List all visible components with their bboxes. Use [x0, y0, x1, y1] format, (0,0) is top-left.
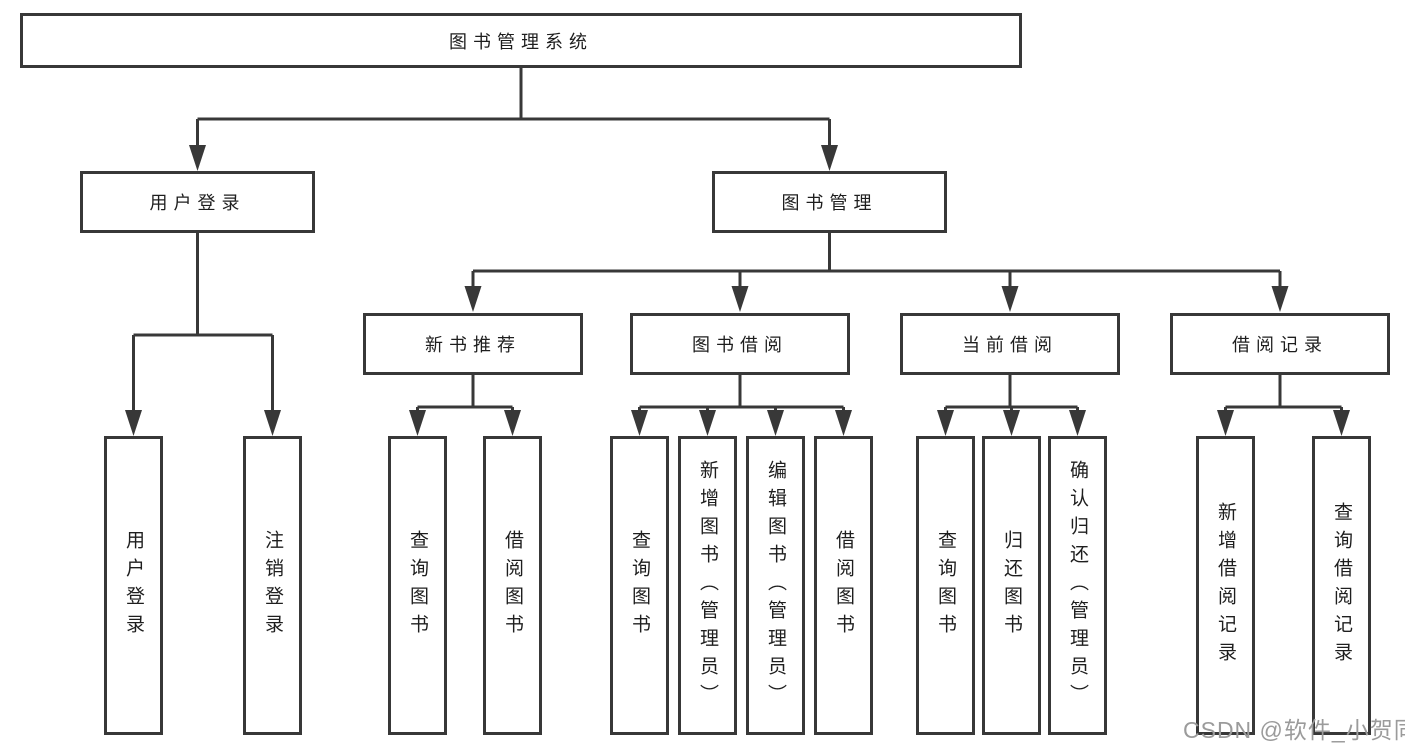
leaf-records-add-record: 新增借阅记录	[1196, 436, 1255, 735]
arrow-down-icon	[731, 286, 749, 312]
connector-book-borrowing-branch	[631, 375, 852, 436]
node-current-borrowing: 当前借阅	[900, 313, 1120, 375]
arrow-down-icon	[1001, 286, 1019, 312]
leaf-current-confirm-return-admin: 确认归还（管理员）	[1048, 436, 1107, 735]
leaf-newbook-borrow-books: 借阅图书	[483, 436, 542, 735]
arrow-down-icon	[1003, 410, 1020, 436]
connector-user-login-branch	[125, 233, 281, 436]
leaf-logout: 注销登录	[243, 436, 302, 735]
arrow-down-icon	[767, 410, 784, 436]
connector-current-borrowing-branch	[937, 375, 1086, 436]
arrow-down-icon	[937, 410, 954, 436]
leaf-newbook-query-books: 查询图书	[388, 436, 447, 735]
arrow-down-icon	[821, 145, 838, 171]
connector-book-management-to-level3	[464, 233, 1289, 312]
leaf-user-login: 用户登录	[104, 436, 163, 735]
leaf-borrowing-query-books: 查询图书	[610, 436, 669, 735]
leaf-borrowing-borrow-books: 借阅图书	[814, 436, 873, 735]
arrow-down-icon	[504, 410, 521, 436]
arrow-down-icon	[1333, 410, 1350, 436]
node-new-book-recommendation: 新书推荐	[363, 313, 583, 375]
arrow-down-icon	[264, 410, 281, 436]
arrow-down-icon	[125, 410, 142, 436]
arrow-down-icon	[189, 145, 206, 171]
arrow-down-icon	[409, 410, 426, 436]
arrow-down-icon	[631, 410, 648, 436]
connector-root-to-level2	[189, 68, 838, 171]
csdn-watermark: CSDN @软件_小贺同学	[1183, 717, 1405, 743]
leaf-borrowing-edit-books-admin: 编辑图书（管理员）	[746, 436, 805, 735]
arrow-down-icon	[835, 410, 852, 436]
leaf-current-return-books: 归还图书	[982, 436, 1041, 735]
arrow-down-icon	[1271, 286, 1289, 312]
arrow-down-icon	[699, 410, 716, 436]
arrow-down-icon	[1217, 410, 1234, 436]
leaf-borrowing-add-books-admin: 新增图书（管理员）	[678, 436, 737, 735]
leaf-records-query-record: 查询借阅记录	[1312, 436, 1371, 735]
node-book-management: 图书管理	[712, 171, 947, 233]
connector-borrowing-records-branch	[1217, 375, 1350, 436]
node-borrowing-records: 借阅记录	[1170, 313, 1390, 375]
leaf-current-query-books: 查询图书	[916, 436, 975, 735]
arrow-down-icon	[464, 286, 482, 312]
node-book-borrowing: 图书借阅	[630, 313, 850, 375]
node-root-library-system: 图书管理系统	[20, 13, 1022, 68]
node-user-login: 用户登录	[80, 171, 315, 233]
connector-new-book-branch	[409, 375, 521, 436]
arrow-down-icon	[1069, 410, 1086, 436]
